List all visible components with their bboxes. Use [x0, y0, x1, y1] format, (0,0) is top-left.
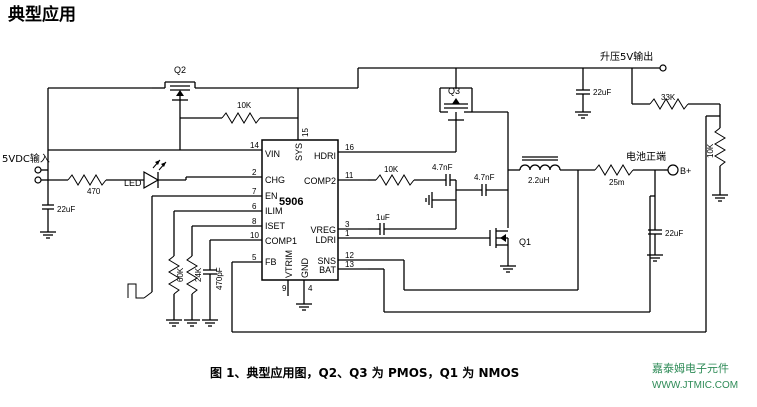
pin-num-16: 16	[345, 143, 354, 152]
pin-label-ilim: ILIM	[265, 206, 283, 216]
input-section: 5VDC输入 470 LED 22uF	[2, 87, 232, 239]
pin-label-ldri: LDRI	[315, 235, 336, 245]
watermark-line1: 嘉泰姆电子元件	[652, 361, 729, 375]
resistor-24k	[186, 255, 198, 295]
inductor-2u2	[519, 156, 561, 171]
input-net-label: 5VDC输入	[2, 152, 50, 165]
pin-num-11: 11	[345, 171, 354, 180]
battery-terminal-label: B+	[680, 166, 691, 176]
pin-num-5: 5	[252, 253, 257, 262]
resistor-470-label: 470	[87, 187, 101, 196]
cap-470pf-label: 470pF	[215, 267, 224, 290]
pin-label-sys: SYS	[294, 143, 304, 161]
inductor-label: 2.2uH	[528, 176, 550, 185]
pin-label-chg: CHG	[265, 175, 285, 185]
pin-label-vtrim: VTRIM	[284, 250, 294, 278]
pin-label-vin: VIN	[265, 149, 280, 159]
pin-label-vreg: VREG	[310, 225, 336, 235]
resistor-10k-top-label: 10K	[237, 101, 252, 110]
pin-num-1: 1	[345, 229, 350, 238]
figure-caption: 图 1、典型应用图，Q2、Q3 为 PMOS，Q1 为 NMOS	[210, 365, 519, 380]
battery-cap-label: 22uF	[665, 229, 683, 238]
cap-4n7-a-label: 4.7nF	[432, 163, 453, 172]
pin-num-4: 4	[308, 284, 313, 293]
pin-label-fb: FB	[265, 257, 277, 267]
ic-name: 5906	[279, 196, 303, 208]
output-cap-label: 22uF	[593, 88, 611, 97]
boost-output-label: 升压5V输出	[600, 50, 653, 63]
page-title: 典型应用	[8, 4, 76, 25]
resistor-10k-out-label: 10K	[706, 143, 715, 158]
pin-num-14: 14	[250, 141, 259, 150]
input-terminal-bottom	[34, 176, 42, 184]
ic-5906: 5906 VIN CHG EN ILIM ISET COMP1 FB 14 2 …	[232, 120, 368, 311]
resistor-10k-top	[221, 112, 261, 124]
q2-pmos: Q2	[152, 65, 358, 118]
q1-label: Q1	[519, 237, 531, 247]
resistor-60k	[168, 255, 180, 295]
pin-label-gnd: GND	[300, 258, 310, 279]
boost-output-terminal	[659, 64, 667, 72]
q2-label: Q2	[174, 65, 186, 75]
input-cap-label: 22uF	[57, 205, 75, 214]
pin-num-10: 10	[250, 231, 259, 240]
ic-body	[261, 139, 339, 281]
pin-num-7: 7	[252, 187, 257, 196]
cap-1uf-label: 1uF	[376, 213, 390, 222]
resistor-24k-label: 24K	[194, 267, 203, 282]
led-diode	[143, 159, 167, 190]
pin-label-iset: ISET	[265, 221, 286, 231]
battery-net-label: 电池正端	[626, 150, 666, 163]
cap-4n7-b-label: 4.7nF	[474, 173, 495, 182]
pin-label-comp2: COMP2	[304, 176, 336, 186]
resistor-470	[67, 174, 107, 186]
resistor-10k-comp2-label: 10K	[384, 165, 399, 174]
resistor-25m-label: 25m	[609, 178, 625, 187]
resistor-10k-comp2	[375, 174, 415, 186]
pin-label-en: EN	[265, 191, 278, 201]
led-label: LED	[124, 178, 142, 188]
pin-num-13: 13	[345, 260, 354, 269]
pin-num-6: 6	[252, 202, 257, 211]
pin-num-12: 12	[345, 251, 354, 260]
pin-label-hdri: HDRI	[314, 151, 336, 161]
q3-pmos: Q3	[439, 86, 473, 121]
watermark-line2: WWW.JTMIC.COM	[652, 380, 738, 391]
q3-label: Q3	[448, 86, 460, 96]
resistor-33k	[649, 98, 689, 110]
resistor-10k-out	[714, 127, 726, 167]
resistor-60k-label: 60K	[176, 267, 185, 282]
resistor-33k-label: 33K	[661, 93, 676, 102]
pin-label-bat: BAT	[319, 265, 336, 275]
resistor-25m	[594, 164, 634, 176]
pin-label-comp1: COMP1	[265, 236, 297, 246]
pin-num-15: 15	[301, 128, 310, 137]
input-terminal-top	[34, 166, 42, 174]
pin-num-2: 2	[252, 168, 257, 177]
pin-num-8: 8	[252, 217, 257, 226]
enable-pulse-signal	[127, 283, 144, 299]
q1-nmos: Q1	[489, 228, 531, 273]
pin-num-9: 9	[282, 284, 287, 293]
pin-num-3: 3	[345, 220, 350, 229]
pin-label-sns: SNS	[317, 256, 336, 266]
battery-terminal	[667, 164, 679, 176]
